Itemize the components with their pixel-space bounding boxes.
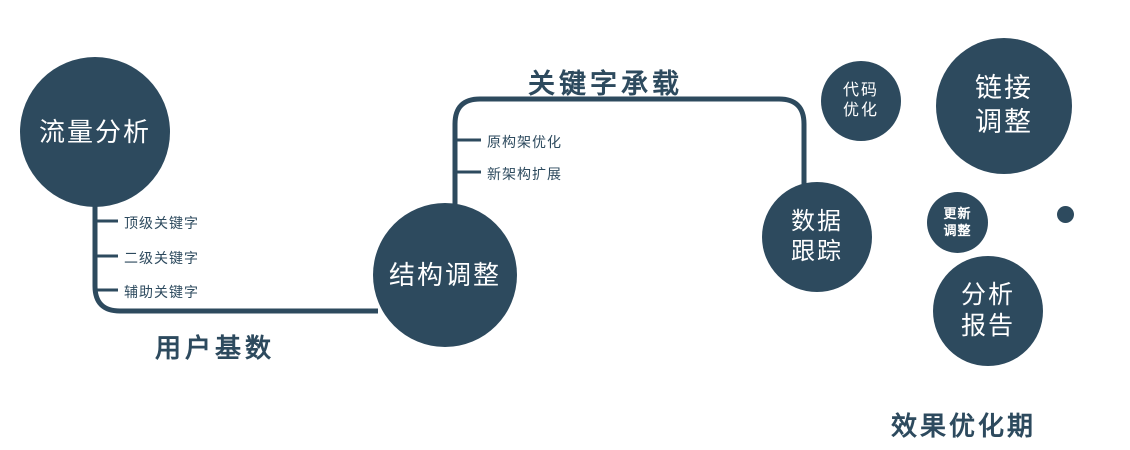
node-link-adjust: 链接 调整 [936, 38, 1072, 174]
node-link-adjust-line2: 调整 [975, 107, 1033, 137]
node-update-adjust-line2: 调整 [943, 222, 972, 238]
node-structure-adjust-label: 结构调整 [388, 259, 501, 290]
node-traffic-analysis-label: 流量分析 [38, 116, 151, 147]
node-code-optimize-line1: 代码 [842, 82, 879, 99]
branch-label-top-keyword: 顶级关键字 [124, 215, 199, 231]
node-code-optimize-line2: 优化 [842, 102, 879, 119]
node-update-adjust-line1: 更新 [943, 206, 972, 222]
node-analysis-report: 分析 报告 [933, 256, 1043, 366]
connector-structure-to-tracking [452, 96, 807, 206]
node-analysis-report-line2: 报告 [960, 312, 1015, 340]
node-update-adjust: 更新 调整 [927, 192, 988, 253]
edge-label-keyword-carry: 关键字承载 [528, 69, 683, 99]
node-data-tracking: 数据 跟踪 [762, 182, 872, 292]
small-dot-marker [1057, 206, 1074, 223]
footer-label-effect-period: 效果优化期 [891, 411, 1037, 441]
branch-label-aux-keyword: 辅助关键字 [124, 284, 199, 300]
node-link-adjust-line1: 链接 [975, 73, 1033, 104]
node-structure-adjust: 结构调整 [373, 203, 517, 347]
connector-traffic-to-structure [92, 200, 378, 314]
node-data-tracking-line2: 跟踪 [791, 238, 843, 265]
node-analysis-report-line1: 分析 [960, 280, 1015, 309]
branch-label-arch-expand: 新架构扩展 [487, 166, 562, 182]
node-data-tracking-line1: 数据 [791, 208, 843, 235]
node-traffic-analysis: 流量分析 [20, 57, 170, 207]
branch-label-arch-optimize: 原构架优化 [487, 134, 562, 150]
node-code-optimize: 代码 优化 [821, 61, 901, 141]
edge-label-user-base: 用户基数 [155, 333, 276, 363]
branch-label-second-keyword: 二级关键字 [124, 250, 199, 266]
